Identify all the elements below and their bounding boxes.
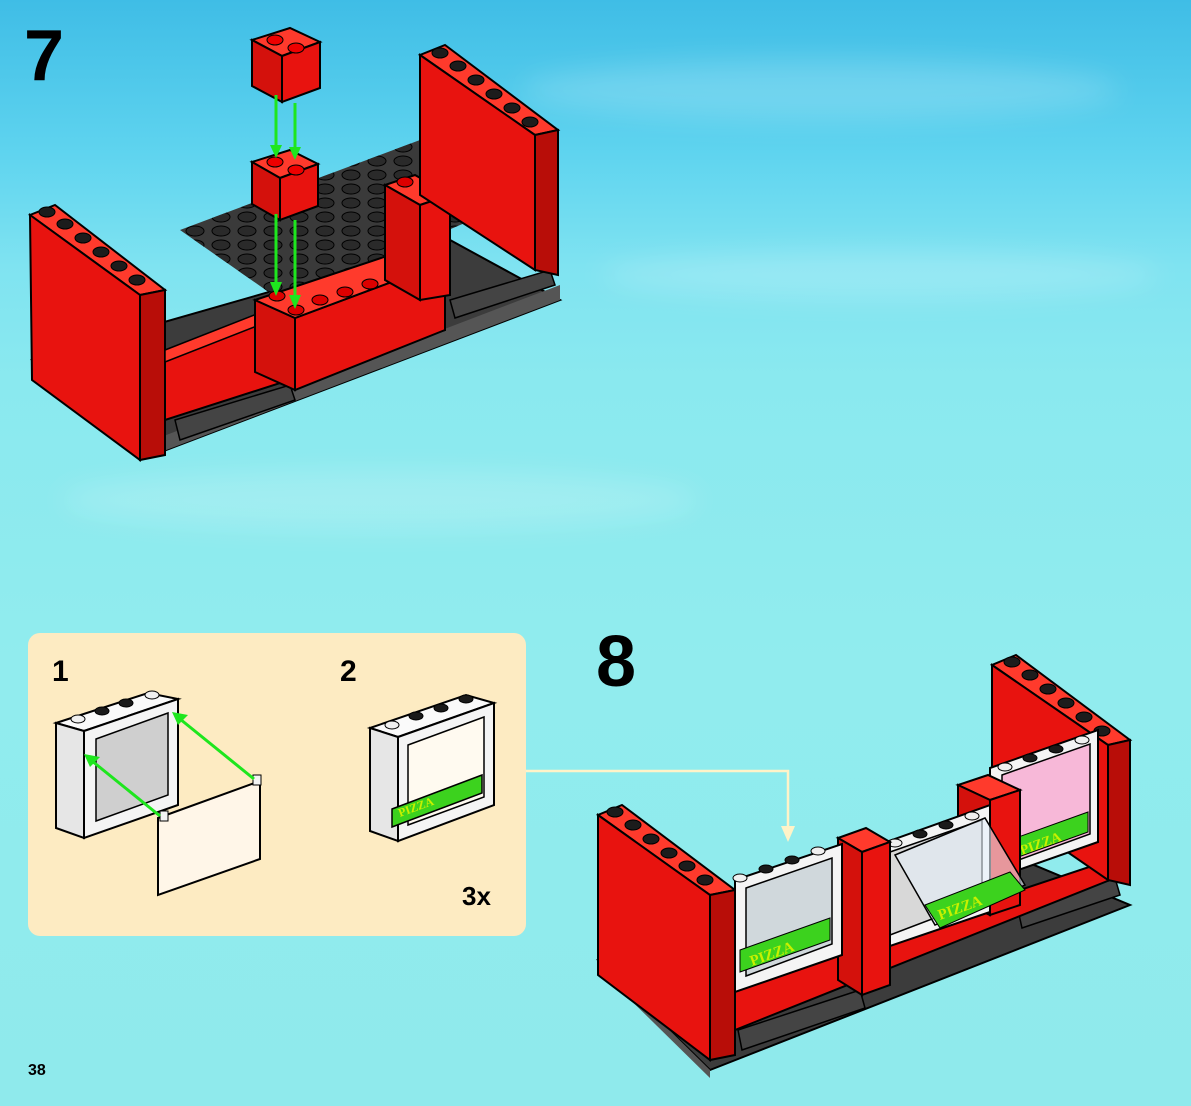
center-column: [838, 828, 890, 995]
left-wall: [598, 805, 735, 1060]
page-number: 38: [28, 1062, 46, 1080]
